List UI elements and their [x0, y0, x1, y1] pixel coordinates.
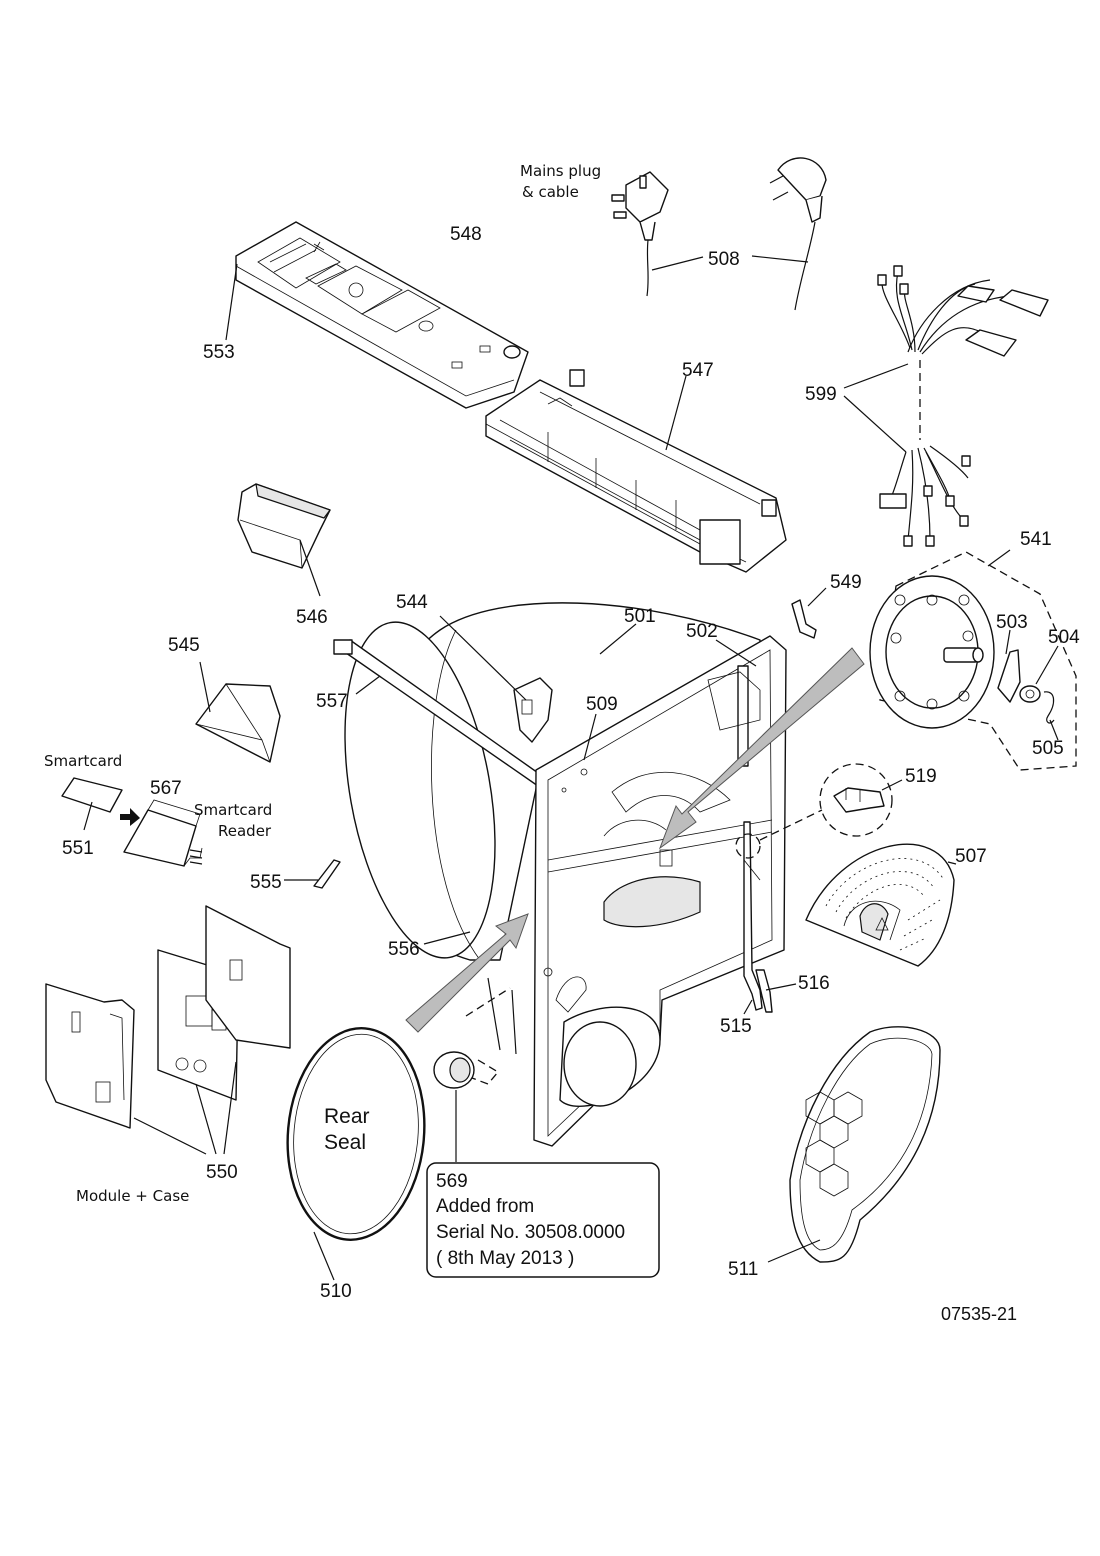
smartcard-551 [61, 777, 123, 813]
assembly-arrow-seal [405, 913, 529, 1033]
label-505: 505 [1032, 738, 1064, 759]
label-509: 509 [586, 694, 618, 715]
insert-arrow-icon [120, 808, 140, 826]
label-541: 541 [1020, 529, 1052, 550]
caption-mains-cable: & cable [522, 183, 579, 201]
caption-mains-plug: Mains plug [520, 162, 601, 180]
caption-module-case: Module + Case [76, 1187, 189, 1205]
mains-plug-euro [769, 157, 827, 311]
caption-rear-seal-2: Seal [324, 1131, 366, 1154]
label-502: 502 [686, 621, 718, 642]
label-567: 567 [150, 778, 182, 799]
note-line-1: 569 [436, 1171, 468, 1192]
rear-seal-510 [286, 1027, 426, 1241]
part-545 [195, 683, 281, 763]
caption-smartcard: Smartcard [44, 752, 122, 770]
cover-511 [789, 1026, 941, 1263]
label-501: 501 [624, 606, 656, 627]
label-511: 511 [728, 1259, 758, 1280]
drum-501 [344, 602, 761, 961]
note-line-3: Serial No. 30508.0000 [436, 1222, 625, 1243]
note-line-4: ( 8th May 2013 ) [436, 1248, 574, 1269]
label-551: 551 [62, 838, 94, 859]
note-box-569 [426, 1162, 660, 1278]
bearing-569 [433, 987, 511, 1089]
clip-519 [735, 763, 893, 859]
nut-504 [1019, 685, 1041, 703]
spring-clip-505 [1043, 691, 1055, 724]
label-507: 507 [955, 846, 987, 867]
label-550: 550 [206, 1162, 238, 1183]
label-516: 516 [798, 973, 830, 994]
label-555: 555 [250, 872, 282, 893]
label-503: 503 [996, 612, 1028, 633]
label-557: 557 [316, 691, 348, 712]
smartcard-reader-567 [123, 799, 203, 867]
label-544: 544 [396, 592, 428, 613]
mains-plug-uk [611, 171, 669, 297]
control-panel-548 [235, 221, 529, 409]
label-547: 547 [682, 360, 714, 381]
caption-smartcard-reader-1: Smartcard [194, 801, 272, 819]
label-546: 546 [296, 607, 328, 628]
grille-507 [805, 843, 955, 967]
label-599: 599 [805, 384, 837, 405]
caption-smartcard-reader-2: Reader [218, 822, 272, 840]
bearing-assembly-541 [869, 551, 1077, 771]
assembly-arrow-bearing [658, 647, 865, 850]
pin-549 [791, 599, 817, 639]
label-508: 508 [708, 249, 740, 270]
note-line-2: Added from [436, 1196, 534, 1217]
label-510: 510 [320, 1281, 352, 1302]
part-555 [313, 859, 341, 889]
module-case-550 [45, 905, 291, 1129]
label-504: 504 [1048, 627, 1080, 648]
part-546 [237, 483, 331, 569]
pipes-515-516 [743, 821, 773, 1013]
label-556: 556 [388, 939, 420, 960]
caption-rear-seal-1: Rear [324, 1105, 370, 1128]
label-515: 515 [720, 1016, 752, 1037]
label-548: 548 [450, 224, 482, 245]
drawing-number: 07535-21 [941, 1304, 1017, 1324]
label-519: 519 [905, 766, 937, 787]
part-503 [997, 649, 1021, 703]
air-duct-547 [485, 369, 787, 573]
back-panel-502 [533, 635, 787, 1147]
label-549: 549 [830, 572, 862, 593]
wiring-harness-599 [877, 265, 1049, 547]
part-544 [513, 677, 553, 743]
label-545: 545 [168, 635, 200, 656]
label-553: 553 [203, 342, 235, 363]
